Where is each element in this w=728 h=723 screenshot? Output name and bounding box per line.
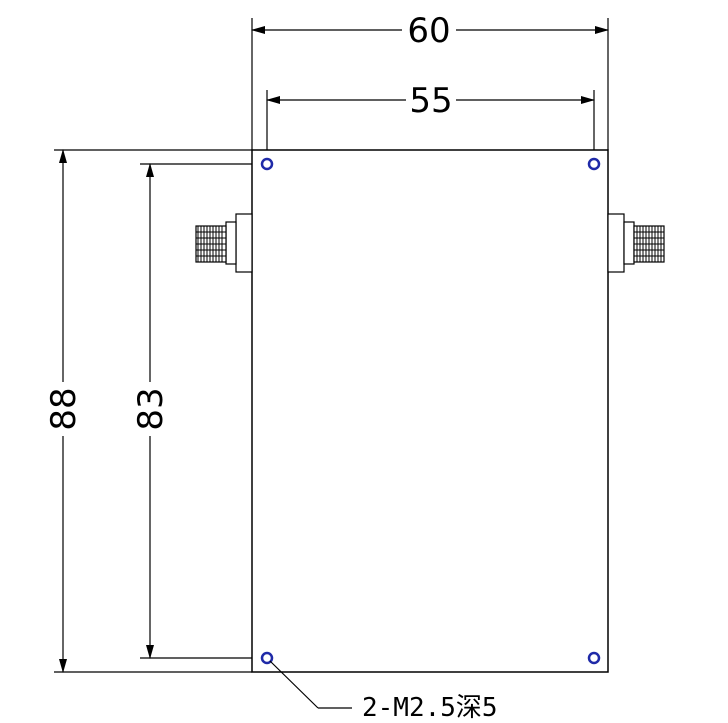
- mounting-holes: [260, 157, 601, 665]
- dimension-label-overall-height: 88: [44, 387, 84, 430]
- dimension-label-hole-spacing-height: 83: [131, 387, 171, 430]
- hole-callout-leader: [269, 660, 352, 709]
- dimension-overall-width: [251, 18, 609, 150]
- dimension-label-overall-width: 60: [407, 11, 450, 51]
- dimension-hole-spacing-width: [266, 90, 595, 150]
- mounting-hole-bottom-right: [587, 651, 601, 665]
- hole-callout-text: 2-M2.5深5: [362, 693, 498, 723]
- left-connector-icon: [195, 213, 253, 273]
- mounting-hole-top-right: [587, 157, 601, 171]
- mounting-hole-bottom-left: [260, 651, 274, 665]
- enclosure-body: [251, 149, 609, 673]
- dimension-hole-spacing-height: [140, 163, 252, 659]
- mounting-hole-top-left: [260, 157, 274, 171]
- right-connector-icon: [607, 213, 665, 273]
- dimension-label-hole-spacing-width: 55: [409, 81, 452, 121]
- dimension-overall-height: [54, 149, 252, 673]
